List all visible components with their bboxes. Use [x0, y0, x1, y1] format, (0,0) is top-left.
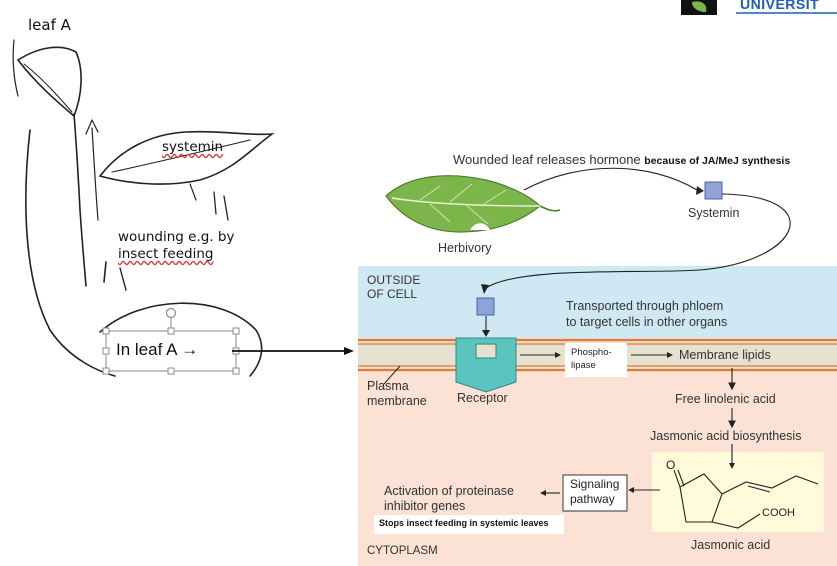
signaling-box [562, 474, 628, 512]
leaf-icon [385, 175, 561, 233]
plasma-line1: Plasma [367, 379, 409, 393]
rotate-handle-icon[interactable] [165, 307, 177, 319]
molecule-panel [652, 452, 824, 532]
top-caption-bold: because of JA/MeJ synthesis [644, 155, 791, 167]
transport-label: Transported through phloem to target cel… [566, 298, 727, 330]
cytoplasm-label: CYTOPLASM [367, 545, 438, 557]
receptor-label: Receptor [457, 391, 508, 405]
plasma-line2: membrane [367, 394, 427, 408]
activation-line2: inhibitor genes [384, 499, 466, 513]
selected-textbox[interactable] [102, 307, 240, 375]
sketch-wounding-line2: insect feeding [118, 246, 214, 262]
logo-text: UNIVERSIT [740, 0, 820, 12]
resize-handle-icon[interactable] [102, 347, 110, 355]
herbivory-label: Herbivory [438, 241, 492, 255]
resize-handle-icon[interactable] [232, 327, 240, 335]
sketch-wounding-line1: wounding e.g. by [118, 229, 235, 245]
stops-feeding-box [374, 515, 564, 534]
leaf-a-textbox-text[interactable]: In leaf A → [116, 340, 199, 359]
phospholipase-line1: Phospho- [571, 347, 612, 358]
free-linolenic-label: Free linolenic acid [675, 392, 776, 406]
connector-arrow [232, 347, 354, 355]
sketch-systemin-label: systemin [162, 139, 224, 155]
phospholipase-line2: lipase [571, 360, 596, 371]
ja-biosynthesis-label: Jasmonic acid biosynthesis [650, 429, 802, 443]
transport-line1: Transported through phloem [566, 299, 724, 313]
resize-handle-icon[interactable] [232, 367, 240, 375]
molecule-oxygen-label: O [666, 458, 676, 472]
signaling-label: Signaling pathway [570, 477, 619, 507]
systemin-square-bound [476, 297, 495, 316]
outside-line1: OUTSIDE [367, 273, 421, 287]
resize-handle-icon[interactable] [102, 327, 110, 335]
systemin-square [704, 181, 723, 200]
membrane-lipids-label: Membrane lipids [679, 348, 771, 362]
resize-handle-icon[interactable] [167, 367, 175, 375]
activation-line1: Activation of proteinase [384, 484, 514, 498]
receptor-shape [455, 337, 517, 393]
top-caption: Wounded leaf releases hormone because of… [453, 152, 790, 167]
stops-feeding-label: Stops insect feeding in systemic leaves [379, 518, 549, 528]
outside-line2: OF CELL [367, 287, 418, 301]
phospholipase-label: Phospho- lipase [571, 346, 612, 372]
sketch-title: leaf A [28, 16, 71, 34]
plasma-membrane-label: Plasma membrane [367, 379, 427, 409]
resize-handle-icon[interactable] [102, 367, 110, 375]
signaling-line2: pathway [570, 492, 615, 506]
plant-sketch [12, 39, 275, 377]
transport-line2: to target cells in other organs [566, 315, 728, 329]
signaling-line1: Signaling [570, 477, 620, 491]
outside-cell-label: OUTSIDE OF CELL [367, 273, 420, 301]
university-logo [681, 0, 837, 15]
molecule-cooh-label: COOH [762, 507, 795, 519]
activation-label: Activation of proteinase inhibitor genes [384, 484, 514, 514]
resize-handle-icon[interactable] [167, 327, 175, 335]
systemin-label: Systemin [688, 206, 740, 220]
top-caption-main: Wounded leaf releases hormone [453, 152, 641, 167]
jasmonic-acid-structure [673, 469, 819, 529]
phospholipase-box [565, 343, 627, 377]
jasmonic-acid-label: Jasmonic acid [691, 538, 771, 552]
